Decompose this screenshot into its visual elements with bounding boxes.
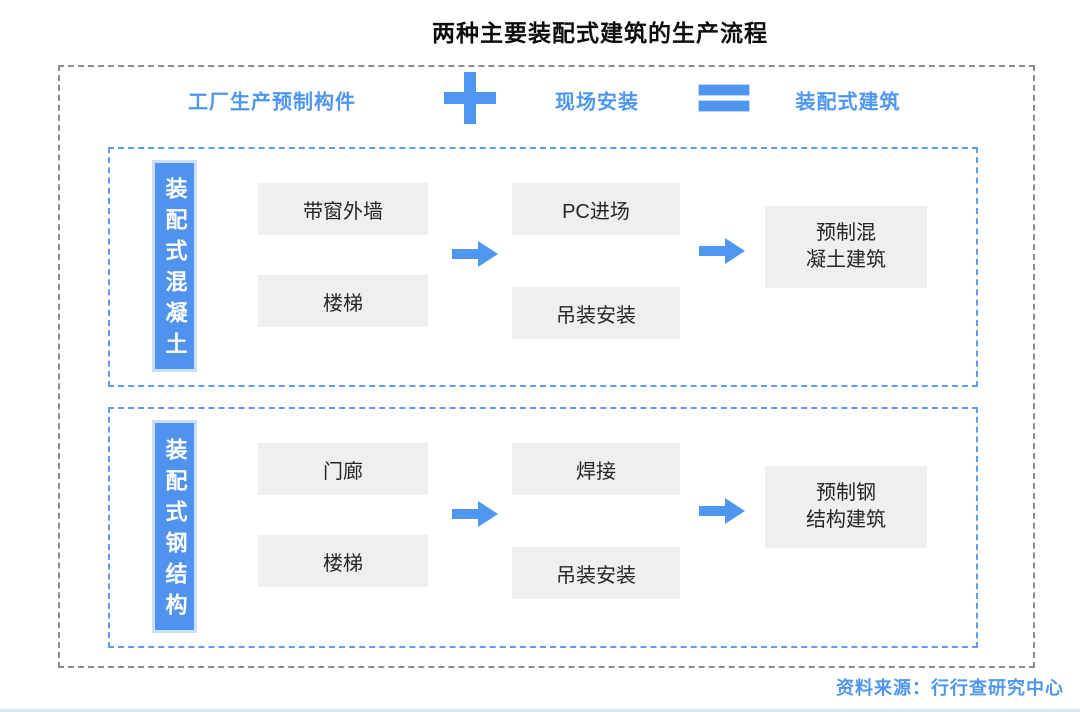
install-step-box: 焊接 [512,443,680,495]
header-factory-label: 工厂生产预制构件 [188,91,356,114]
result-box: 预制混 凝土建筑 [765,206,927,288]
arrow-right-icon [452,499,498,529]
result-line: 预制混 [816,222,876,244]
component-box: 门廊 [258,443,428,495]
arrow-right-icon [452,239,498,269]
bottom-accent-strip [0,709,1080,712]
section-label-steel: 装配式钢结构 [152,420,197,633]
component-box: 楼梯 [258,275,428,327]
equals-icon [699,85,749,111]
result-line: 预制钢 [816,482,876,504]
data-source-note: 资料来源：行行查研究中心 [836,678,1064,698]
page-title: 两种主要装配式建筑的生产流程 [432,20,768,46]
result-line: 结构建筑 [806,509,886,531]
result-box: 预制钢 结构建筑 [765,466,927,548]
arrow-right-icon [699,496,745,526]
diagram-frame: 工厂生产预制构件 现场安装 装配式建筑 装配式混凝土 带窗外墙 楼梯 PC进场 … [58,65,1035,668]
arrow-right-icon [699,236,745,266]
header-result-label: 装配式建筑 [795,91,901,114]
component-box: 楼梯 [258,535,428,587]
section-steel-structure: 装配式钢结构 门廊 楼梯 焊接 吊装安装 预制钢 结构建筑 [108,407,978,648]
component-box: 带窗外墙 [258,183,428,235]
header-site-label: 现场安装 [555,91,639,114]
install-step-box: PC进场 [512,183,680,235]
section-precast-concrete: 装配式混凝土 带窗外墙 楼梯 PC进场 吊装安装 预制混 凝土建筑 [108,147,978,387]
plus-icon [444,72,496,124]
section-label-concrete: 装配式混凝土 [152,160,197,372]
install-step-box: 吊装安装 [512,287,680,339]
result-line: 凝土建筑 [806,249,886,271]
install-step-box: 吊装安装 [512,547,680,599]
